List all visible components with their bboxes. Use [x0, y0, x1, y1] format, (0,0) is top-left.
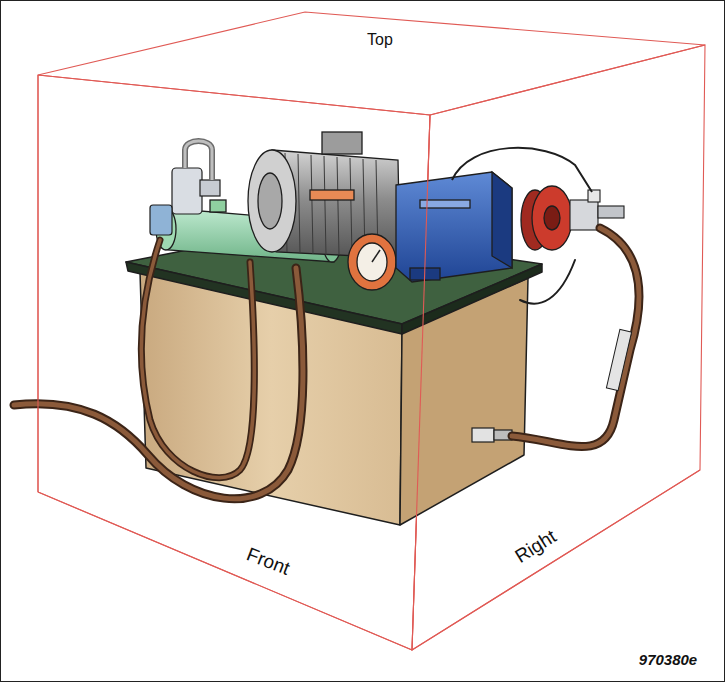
- fitting: [200, 180, 220, 196]
- cube-top-face: [38, 12, 705, 115]
- terminal-box: [322, 132, 362, 154]
- cube-front-face: [38, 75, 430, 650]
- filter-valve: [150, 141, 220, 235]
- gauge-rim: [348, 234, 396, 290]
- return-hose: [512, 228, 639, 447]
- valve-manifold: [570, 190, 624, 230]
- hoses: [14, 228, 639, 499]
- coupling: [521, 186, 572, 250]
- motor-band: [310, 190, 354, 200]
- pressure-gauge: [348, 234, 396, 290]
- pipe: [185, 141, 212, 180]
- fitting: [588, 190, 600, 202]
- drain-line: [520, 260, 575, 304]
- face-label: Top: [367, 31, 393, 48]
- gauge-face: [357, 243, 387, 281]
- fin: [311, 155, 313, 254]
- fitting: [472, 428, 494, 442]
- pump-housing: [396, 172, 512, 282]
- figure-number: 970380e: [639, 651, 697, 668]
- cube-edge: [38, 492, 412, 650]
- coupling-flange: [532, 186, 572, 250]
- hose-sleeve: [606, 329, 631, 390]
- cube-front-edges: [38, 75, 700, 650]
- motor-end-cap: [248, 150, 296, 252]
- pump-side: [492, 172, 512, 268]
- supply-hose: [14, 268, 303, 499]
- fin: [350, 158, 352, 256]
- fin: [324, 156, 326, 255]
- filter-housing: [172, 168, 202, 214]
- pilot-hose: [141, 240, 254, 478]
- face-label-holder: Top: [367, 31, 393, 49]
- fitting: [598, 206, 624, 218]
- gauge-needle: [372, 250, 380, 262]
- supply-hose: [14, 268, 303, 499]
- signal-wire: [452, 148, 592, 192]
- hydraulic-pump: [396, 172, 512, 282]
- fin: [298, 154, 300, 253]
- manifold-block: [570, 200, 598, 230]
- cube-edge: [412, 115, 430, 650]
- figure-number-holder: 970380e: [639, 651, 697, 669]
- coupling-hub: [544, 206, 560, 230]
- valve-block: [150, 205, 172, 235]
- cube-frame: [38, 12, 705, 650]
- cube-edge: [37, 75, 38, 492]
- tank-fitting: [472, 428, 512, 442]
- fin: [337, 157, 339, 255]
- return-hose: [512, 228, 639, 447]
- pilot-hose: [141, 240, 254, 478]
- pipe: [185, 141, 212, 180]
- motor-hub: [258, 173, 282, 229]
- cube-edge: [412, 470, 700, 650]
- exchanger-port: [210, 200, 226, 212]
